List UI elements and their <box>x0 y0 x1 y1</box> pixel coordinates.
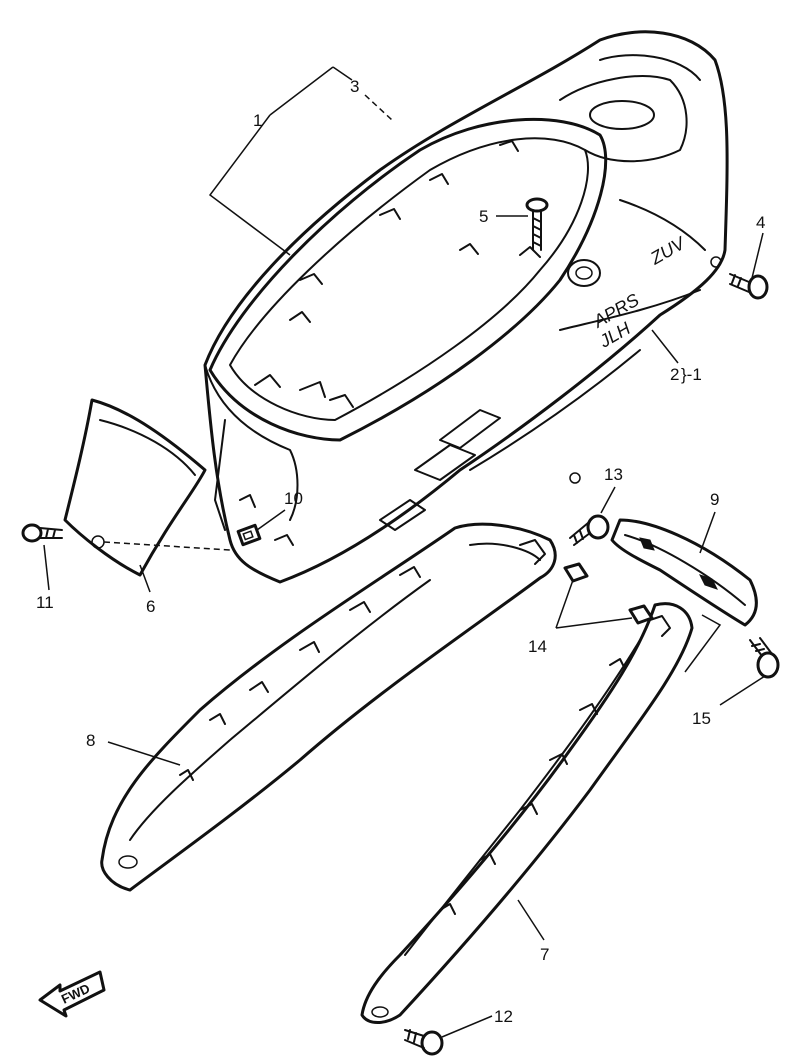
callout-11: 11 <box>36 593 54 612</box>
callout-9: 9 <box>710 490 719 509</box>
leader-lines <box>43 66 766 1038</box>
callout-7: 7 <box>540 945 549 964</box>
left-side-cover <box>100 522 557 892</box>
screw-icon <box>404 1029 444 1056</box>
callout-6: 6 <box>146 597 155 616</box>
callout-labels: 1 3 5 4 2 }-1 10 13 9 6 11 14 15 8 7 12 <box>36 77 765 1026</box>
screw-icon <box>729 273 769 300</box>
callout-10: 10 <box>284 489 303 508</box>
callout-13: 13 <box>604 465 623 484</box>
callout-2: 2 <box>670 365 679 384</box>
rear-bracket <box>610 518 758 627</box>
screw-icon <box>569 514 610 546</box>
callout-15: 15 <box>692 709 711 728</box>
screw-icon <box>749 637 780 679</box>
callout-14: 14 <box>528 637 547 656</box>
screw-icon <box>525 197 549 251</box>
fwd-arrow-icon: FWD <box>38 970 106 1018</box>
front-side-flap <box>63 398 231 577</box>
rear-body-cover <box>203 30 729 584</box>
callout-8: 8 <box>86 731 95 750</box>
callout-3: 3 <box>350 77 359 96</box>
callout-12: 12 <box>494 1007 513 1026</box>
callout-5: 5 <box>479 207 488 226</box>
clip-nut-pair <box>563 562 654 625</box>
callout-4: 4 <box>756 213 765 232</box>
callout-1: 1 <box>253 111 262 130</box>
clip-fastener <box>236 523 262 547</box>
right-side-cover <box>360 602 694 1024</box>
screw-icon <box>21 523 63 543</box>
callout-2-ref: }-1 <box>681 365 702 384</box>
